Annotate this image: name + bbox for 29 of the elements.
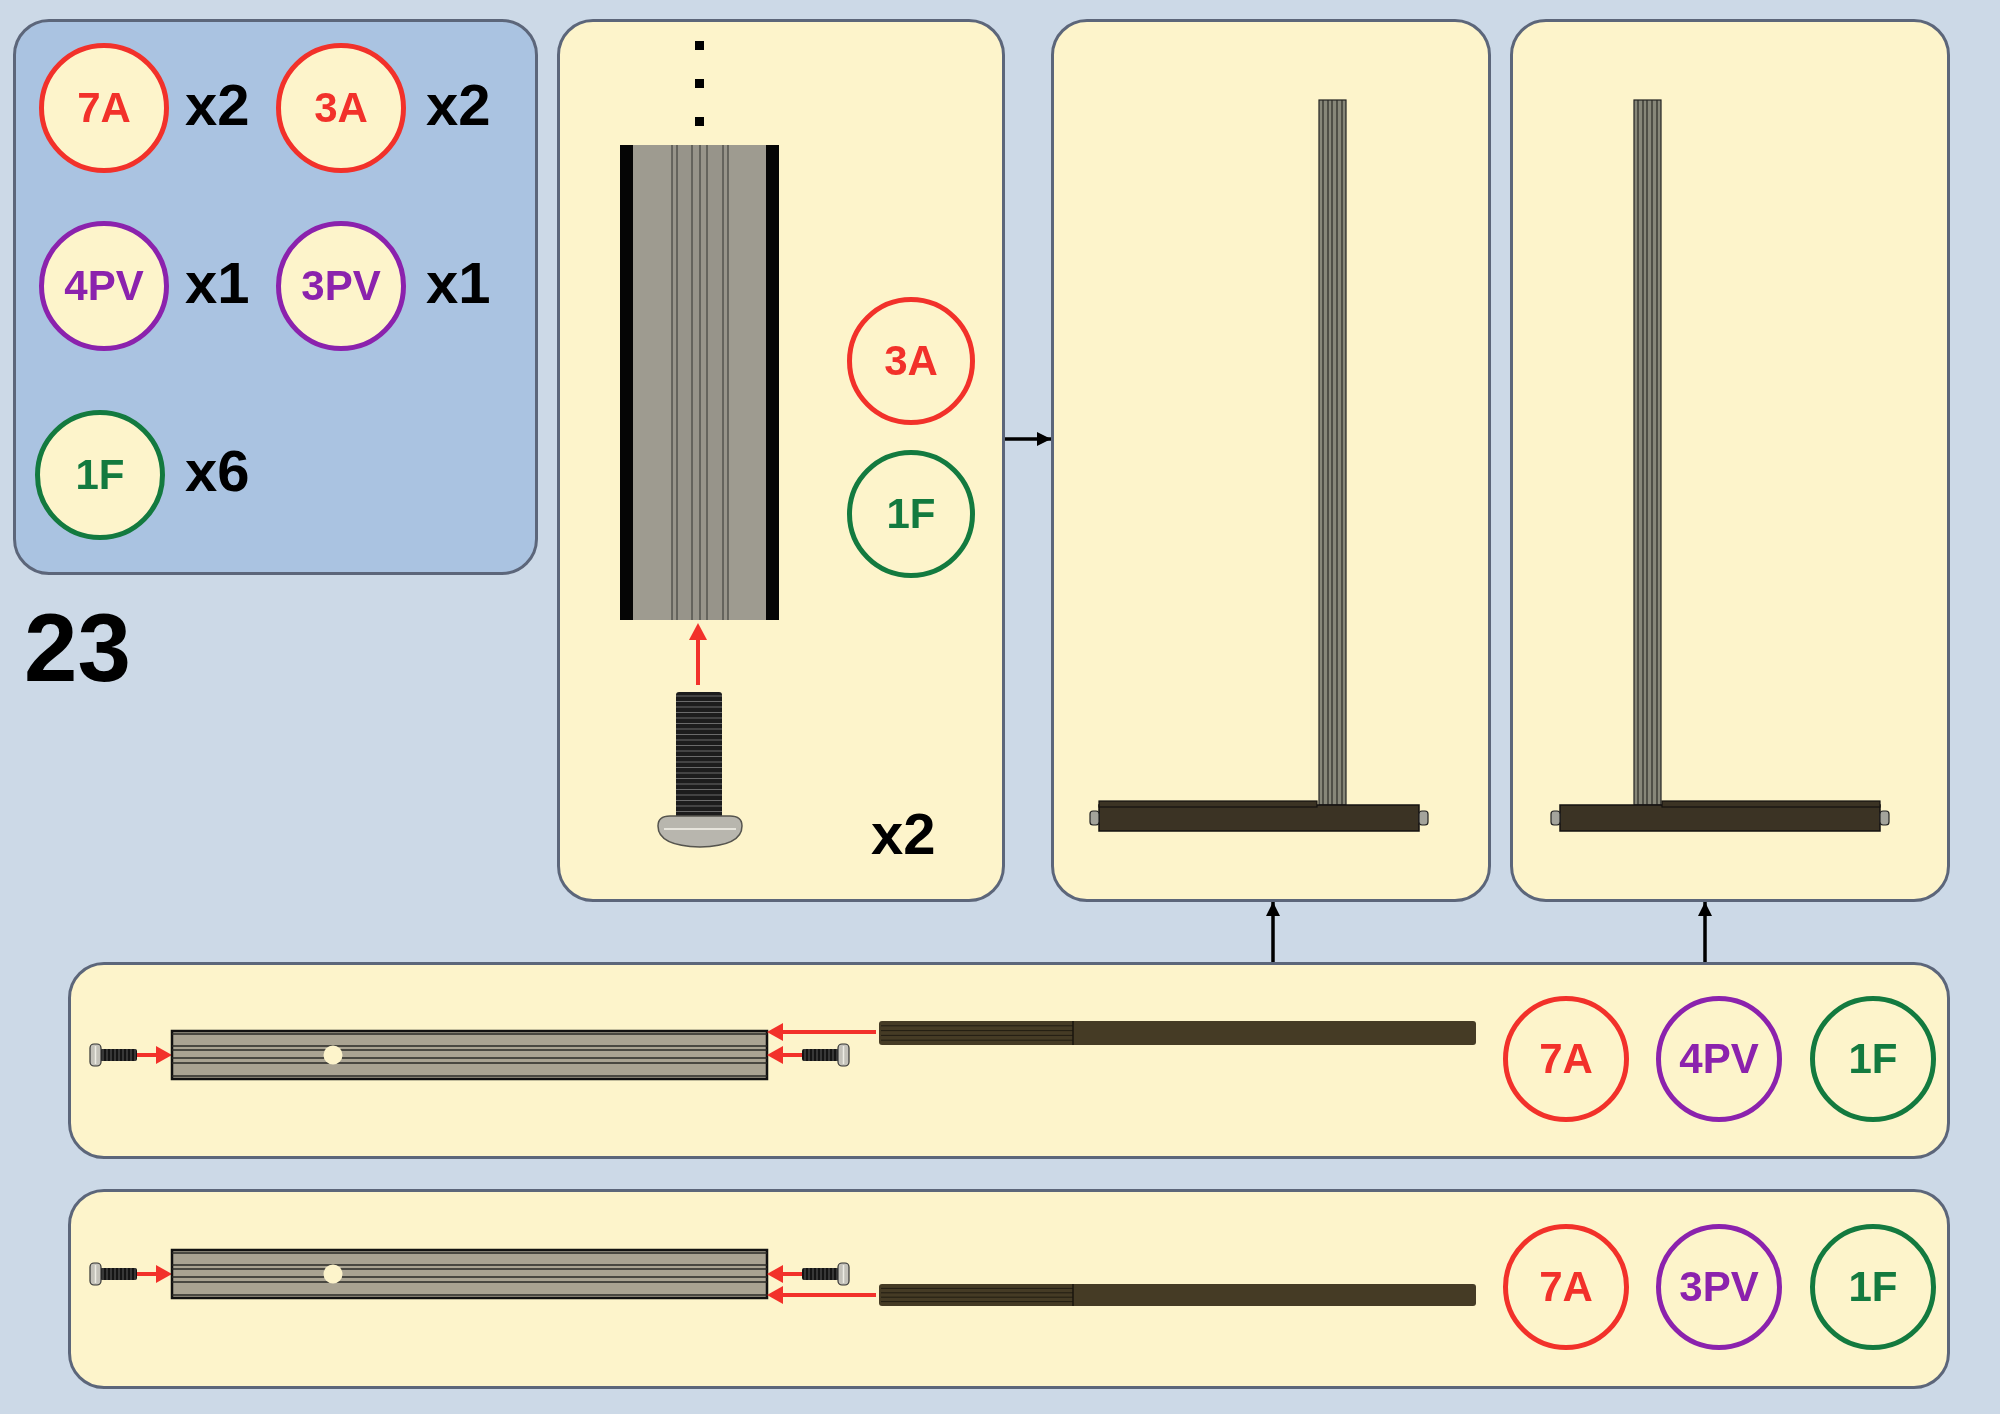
- part-code: 1F: [886, 493, 936, 535]
- part-code: 3A: [314, 87, 368, 129]
- part-code: 3A: [884, 340, 938, 382]
- quantity-label: x1: [426, 254, 491, 312]
- part-code: 3PV: [301, 265, 381, 307]
- quantity-label: x1: [185, 254, 250, 312]
- part-code: 4PV: [1679, 1038, 1759, 1080]
- part-code: 1F: [1848, 1038, 1898, 1080]
- step-panel: [1510, 19, 1950, 902]
- part-code: 7A: [1539, 1038, 1593, 1080]
- part-code: 1F: [75, 454, 125, 496]
- parts-list-panel: [13, 19, 538, 575]
- part-code: 3PV: [1679, 1266, 1759, 1308]
- arrow: [1005, 432, 1051, 446]
- quantity-label: x6: [185, 442, 250, 500]
- part-code: 7A: [1539, 1266, 1593, 1308]
- arrow: [1266, 902, 1280, 962]
- part-code: 7A: [77, 87, 131, 129]
- quantity-label: x2: [185, 76, 250, 134]
- part-code: 4PV: [64, 265, 144, 307]
- quantity-label: x2: [871, 805, 936, 863]
- step-panel: [68, 1189, 1950, 1389]
- arrow: [1698, 902, 1712, 962]
- step-panel: [68, 962, 1950, 1159]
- quantity-label: x2: [426, 76, 491, 134]
- part-code: 1F: [1848, 1266, 1898, 1308]
- step-number: 23: [24, 600, 131, 696]
- step-panel: [557, 19, 1005, 902]
- step-panel: [1051, 19, 1491, 902]
